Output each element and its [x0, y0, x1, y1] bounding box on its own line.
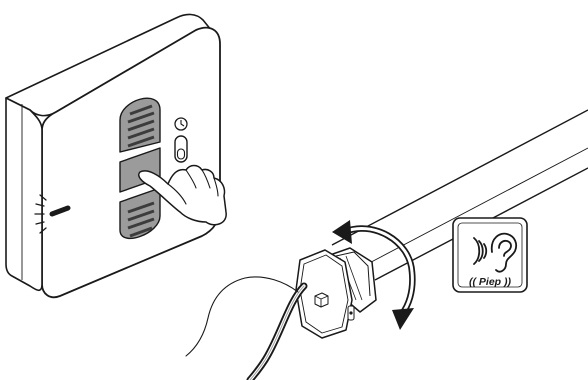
motor-head	[296, 248, 376, 338]
piep-label: (( Piep ))	[469, 276, 511, 288]
control-unit	[6, 14, 220, 297]
timer-switch[interactable]	[175, 136, 187, 162]
power-cable	[186, 277, 304, 380]
up-button[interactable]	[120, 98, 160, 152]
sound-badge: (( Piep ))	[453, 218, 527, 292]
cube-icon	[315, 293, 328, 307]
